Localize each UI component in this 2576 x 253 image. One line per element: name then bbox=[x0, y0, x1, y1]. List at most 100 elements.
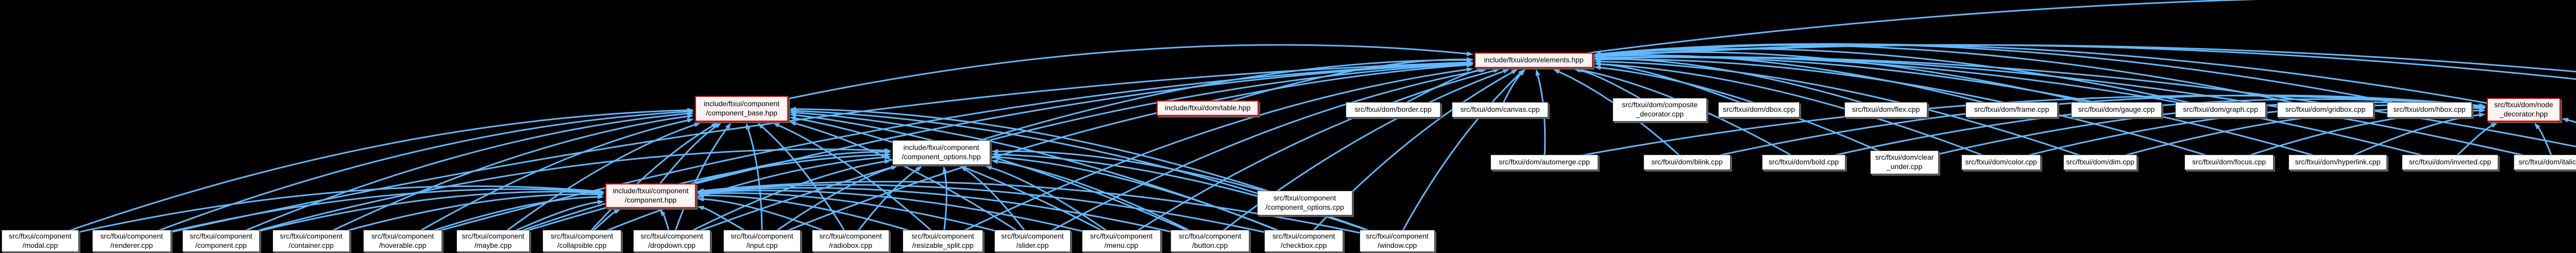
graph-node-container[interactable]: src/ftxui/component /container.cpp bbox=[273, 230, 350, 252]
edge-arrowhead bbox=[1480, 68, 1488, 73]
graph-node-comphpp[interactable]: include/ftxui/component /component.hpp bbox=[605, 183, 696, 208]
include-edge bbox=[997, 150, 1305, 204]
graph-node-italic[interactable]: src/ftxui/dom/italic.cpp bbox=[2514, 155, 2576, 170]
graph-node-blink[interactable]: src/ftxui/dom/blink.cpp bbox=[1643, 155, 1731, 170]
graph-node-frame[interactable]: src/ftxui/dom/frame.cpp bbox=[1965, 102, 2058, 117]
include-edge bbox=[1032, 69, 1481, 242]
edge-arrowhead bbox=[884, 159, 891, 164]
graph-node-gridbox[interactable]: src/ftxui/dom/gridbox.cpp bbox=[2277, 102, 2374, 117]
include-edge bbox=[942, 69, 1467, 242]
graph-node-checkbox[interactable]: src/ftxui/component /checkbox.cpp bbox=[1264, 230, 1343, 252]
include-edge bbox=[703, 187, 1210, 242]
edge-arrowhead bbox=[2534, 123, 2540, 129]
graph-node-flex[interactable]: src/ftxui/dom/flex.cpp bbox=[1844, 102, 1927, 117]
include-edge bbox=[1533, 0, 2260, 61]
include-edge bbox=[131, 111, 688, 242]
include-edge bbox=[795, 123, 1033, 242]
include-edge bbox=[1209, 71, 1504, 242]
graph-node-nodedec[interactable]: src/ftxui/dom/node _decorator.hpp bbox=[2487, 98, 2561, 122]
include-edge bbox=[1600, 43, 2524, 111]
edge-arrowhead bbox=[697, 206, 704, 211]
graph-node-window[interactable]: src/ftxui/component /window.cpp bbox=[1360, 230, 1435, 252]
edge-arrowhead bbox=[757, 123, 764, 129]
graph-node-collapsible[interactable]: src/ftxui/component /collapsible.cpp bbox=[543, 230, 621, 252]
include-edge bbox=[671, 127, 728, 241]
graph-node-hbox[interactable]: src/ftxui/dom/hbox.cpp bbox=[2387, 102, 2472, 117]
include-edge bbox=[221, 191, 598, 242]
include-edge bbox=[671, 63, 1467, 242]
edge-arrowhead bbox=[985, 165, 992, 171]
edge-arrowhead bbox=[1466, 51, 1473, 56]
graph-node-dropdown[interactable]: src/ftxui/component /dropdown.cpp bbox=[633, 230, 710, 252]
include-edge bbox=[941, 59, 1467, 154]
graph-node-table[interactable]: include/ftxui/dom/table.hpp bbox=[1157, 100, 1259, 116]
graph-node-color[interactable]: src/ftxui/dom/color.cpp bbox=[1961, 155, 2041, 170]
include-edge bbox=[703, 184, 1304, 242]
edge-arrowhead bbox=[789, 108, 796, 113]
graph-node-compbase[interactable]: include/ftxui/component /component_base.… bbox=[695, 96, 788, 122]
include-edge bbox=[997, 156, 1304, 242]
graph-node-clear[interactable]: src/ftxui/dom/clear _under.cpp bbox=[1870, 150, 1939, 174]
graph-node-graph[interactable]: src/ftxui/dom/graph.cpp bbox=[2175, 102, 2266, 117]
graph-node-inverted[interactable]: src/ftxui/dom/inverted.cpp bbox=[2402, 155, 2498, 170]
graph-node-automerge[interactable]: src/ftxui/dom/automerge.cpp bbox=[1490, 155, 1598, 170]
include-edge bbox=[1600, 44, 2576, 73]
graph-node-dim[interactable]: src/ftxui/dom/dim.cpp bbox=[2063, 155, 2137, 170]
include-edge bbox=[778, 124, 944, 242]
graph-node-menu[interactable]: src/ftxui/component /menu.cpp bbox=[1082, 230, 1161, 252]
graph-node-button[interactable]: src/ftxui/component /button.cpp bbox=[1171, 230, 1249, 252]
include-edge bbox=[850, 169, 918, 242]
graph-node-renderer[interactable]: src/ftxui/component /renderer.cpp bbox=[92, 230, 171, 252]
include-edge bbox=[1537, 75, 1546, 163]
edge-arrowhead bbox=[1594, 65, 1601, 70]
edge-arrowhead bbox=[745, 123, 751, 130]
include-edge bbox=[965, 169, 1033, 242]
include-edge bbox=[40, 109, 688, 242]
include-edge bbox=[581, 156, 885, 242]
graph-node-border[interactable]: src/ftxui/dom/border.cpp bbox=[1346, 102, 1440, 117]
graph-node-resizablesplit[interactable]: src/ftxui/component /resizable_split.cpp bbox=[903, 230, 983, 252]
edge-arrowhead bbox=[1502, 69, 1510, 74]
edge-arrowhead bbox=[687, 118, 694, 123]
edge-arrowhead bbox=[711, 123, 718, 128]
include-edge bbox=[1600, 63, 2002, 163]
edge-arrowhead bbox=[1518, 69, 1525, 76]
edge-arrowhead bbox=[884, 148, 891, 153]
graph-node-focus[interactable]: src/ftxui/dom/focus.cpp bbox=[2184, 155, 2274, 170]
edge-arrowhead bbox=[2562, 117, 2569, 123]
graph-node-input[interactable]: src/ftxui/component /input.cpp bbox=[723, 230, 801, 252]
include-edge bbox=[703, 194, 943, 242]
include-edge bbox=[671, 161, 885, 242]
graph-node-modal[interactable]: src/ftxui/component /modal.cpp bbox=[2, 230, 79, 252]
graph-node-maybe[interactable]: src/ftxui/component /maybe.cpp bbox=[456, 230, 530, 252]
graph-node-dbox[interactable]: src/ftxui/dom/dbox.cpp bbox=[1718, 102, 1800, 117]
graph-node-componentcpp[interactable]: src/ftxui/component /component.cpp bbox=[182, 230, 260, 252]
graph-node-composite[interactable]: src/ftxui/dom/composite _decorator.cpp bbox=[1613, 98, 1707, 122]
graph-node-radiobox[interactable]: src/ftxui/component /radiobox.cpp bbox=[812, 230, 889, 252]
graph-node-optscpp[interactable]: src/ftxui/component /component_options.c… bbox=[1257, 191, 1352, 215]
include-edge bbox=[741, 44, 1467, 110]
graph-node-canvas[interactable]: src/ftxui/dom/canvas.cpp bbox=[1452, 102, 1548, 117]
include-edge bbox=[703, 192, 1033, 242]
graph-node-hoverable[interactable]: src/ftxui/component /hoverable.cpp bbox=[363, 230, 442, 252]
edge-arrowhead bbox=[915, 166, 923, 172]
graph-node-optshpp[interactable]: include/ftxui/component /component_optio… bbox=[892, 140, 990, 165]
graph-node-gauge[interactable]: src/ftxui/dom/gauge.cpp bbox=[2071, 102, 2162, 117]
graph-node-bold[interactable]: src/ftxui/dom/bold.cpp bbox=[1762, 155, 1845, 170]
edge-arrowhead bbox=[1466, 62, 1473, 68]
edge-arrowhead bbox=[697, 197, 704, 202]
edge-arrowhead bbox=[597, 199, 604, 205]
graph-node-hyperlink[interactable]: src/ftxui/dom/hyperlink.cpp bbox=[2289, 155, 2387, 170]
graph-node-elements[interactable]: include/ftxui/dom/elements.hpp bbox=[1475, 53, 1593, 68]
edge-arrowhead bbox=[960, 166, 968, 172]
include-edge bbox=[1687, 94, 2480, 163]
edge-arrowhead bbox=[991, 152, 998, 157]
include-edge bbox=[991, 167, 1122, 242]
include-edge bbox=[997, 154, 1398, 242]
include-edge bbox=[703, 190, 1122, 242]
include-edge bbox=[747, 128, 763, 241]
edge-arrowhead bbox=[2479, 108, 2486, 113]
graph-node-slider[interactable]: src/ftxui/component /slider.cpp bbox=[994, 230, 1071, 252]
edge-arrowhead bbox=[1511, 69, 1518, 75]
include-edge bbox=[221, 113, 688, 242]
